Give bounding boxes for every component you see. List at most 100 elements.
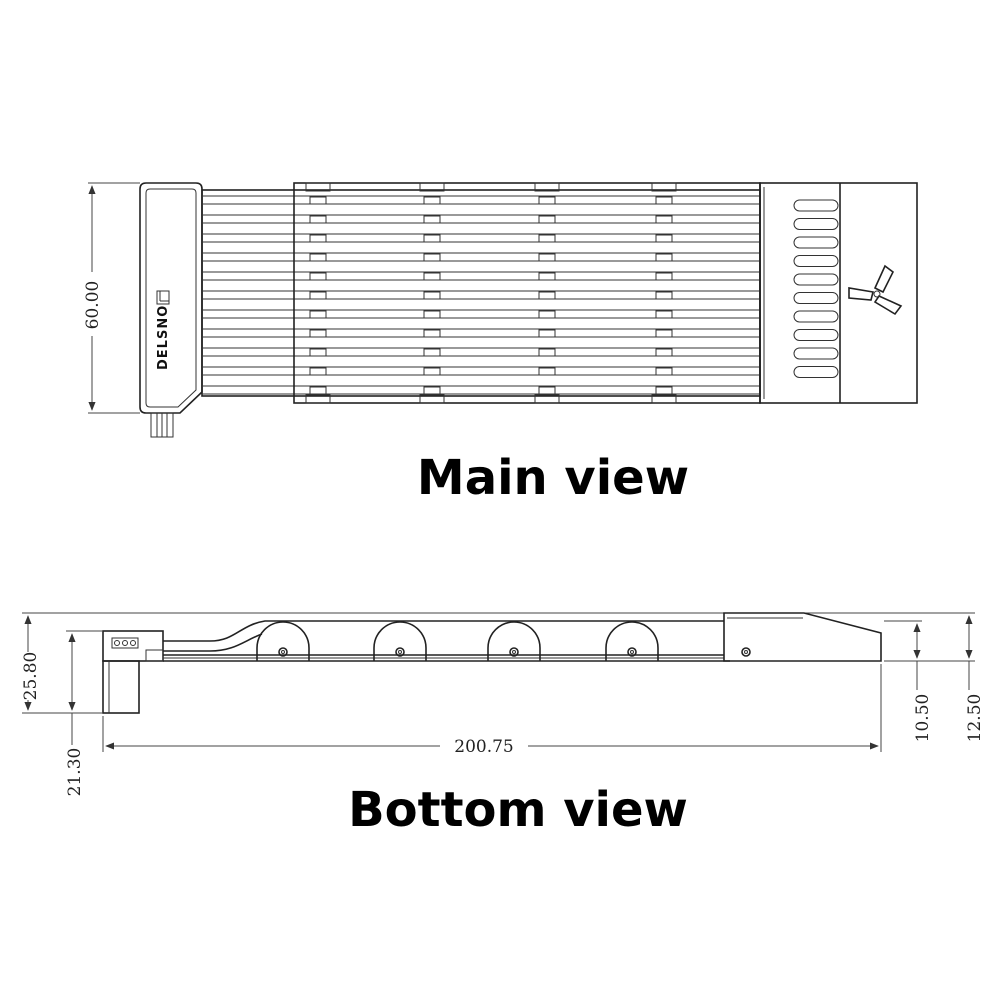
clip-screw [627,647,637,657]
dim-left-inner: 21.30 [65,748,85,797]
clip-body [605,621,659,661]
frame-clip-bottom [419,394,445,404]
dim-right-inner: 10.50 [913,694,933,743]
strip-clip [423,291,441,300]
vent-slot [793,255,839,267]
clip-screw [395,647,405,657]
brand-logo: DELSNO [156,305,171,370]
strip-clip [309,310,327,319]
strip-clip [309,329,327,338]
strip-clip [309,367,327,376]
dim-total-length: 200.75 [454,737,513,757]
clip-body [373,621,427,661]
strip-clip [309,386,327,395]
vent-slot [793,236,839,249]
frame-clip-bottom [305,394,331,404]
strip-clip [655,272,673,281]
strip-clip [655,215,673,224]
strip-clip [309,348,327,357]
vent-slot [793,273,839,286]
strip-clip [655,234,673,243]
strip-clip [423,310,441,319]
strip-clip [423,386,441,395]
strip-clip [655,367,673,376]
clip-screw-center [630,650,634,654]
dim-left-outer: 25.80 [21,652,41,701]
clip-screw [278,647,288,657]
main-view: 60.00 DELSNO [83,182,918,506]
strip-clip [655,310,673,319]
strip-clip [655,253,673,262]
strip-clip [538,253,556,262]
strip-clip [538,291,556,300]
strip-clip [655,386,673,395]
clip-screw [509,647,519,657]
clip-screw-center [512,650,516,654]
strip-clip [309,272,327,281]
bottom-dimensions: 25.80 21.30 200.75 10.50 12.50 [21,615,985,797]
fan-clip [605,621,659,661]
strip-clip [655,329,673,338]
clip-body [256,621,310,661]
bottom-end-block [723,612,882,662]
bottom-cable [163,620,724,642]
vent-slot [793,292,839,304]
strip-clip [423,272,441,281]
strip-clip [655,291,673,300]
strip-clip [423,253,441,262]
main-height-label: 60.00 [83,281,103,330]
main-view-caption: Main view [417,450,689,506]
vent-slot [793,310,839,323]
vent-slot [793,199,839,212]
strip-clip [538,310,556,319]
strip-clip [538,196,556,205]
vent-slots [793,199,839,378]
strip-clip [538,386,556,395]
strip-clip [423,329,441,338]
strip-clip [309,215,327,224]
frame-clip-top [651,182,677,192]
fan-clip [256,621,310,661]
strip-clip [423,367,441,376]
tri-blade-icon [848,264,903,316]
strip-clip [309,291,327,300]
strip-clip [538,234,556,243]
fan-clip [487,621,541,661]
dim-right-outer: 12.50 [965,694,985,743]
frame-clip-top [305,182,331,192]
strip-clip [423,348,441,357]
clip-screw-center [281,650,285,654]
frame-clip-bottom [651,394,677,404]
strip-clip [538,348,556,357]
connector-pins [150,412,174,438]
clip-body [487,621,541,661]
fan-frame [293,182,761,404]
right-end-block [759,182,918,404]
strip-clip [655,348,673,357]
strip-clip [538,272,556,281]
frame-clip-top [419,182,445,192]
strip-clip [423,196,441,205]
vent-slot [793,329,839,341]
cable-strips [201,189,761,397]
vent-slot [793,366,839,378]
strip-clip [309,196,327,205]
vent-slot [793,347,839,360]
controller-end-cap: DELSNO [139,182,203,438]
strip-clip [538,329,556,338]
strip-clip [309,253,327,262]
frame-clip-top [534,182,560,192]
main-height-dimension: 60.00 [83,182,140,414]
fan-clip [373,621,427,661]
bottom-rail [163,654,730,662]
strip-clip [538,367,556,376]
strip-clip [309,234,327,243]
vent-slot [793,218,839,230]
strip-clip [655,196,673,205]
strip-clip [538,215,556,224]
bottom-view-caption: Bottom view [348,782,688,838]
bottom-connector [102,630,164,714]
strip-clip [423,215,441,224]
bottom-view: 25.80 21.30 200.75 10.50 12.50 Bottom vi… [21,612,985,838]
